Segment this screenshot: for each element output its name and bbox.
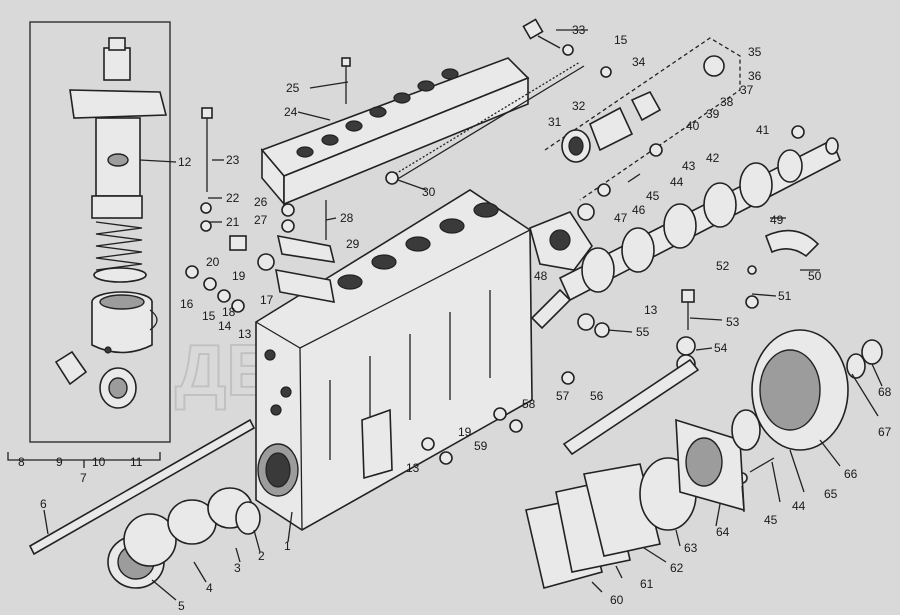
- label-59: 59: [474, 439, 488, 453]
- label-53: 53: [726, 315, 740, 329]
- label-23: 23: [226, 153, 240, 167]
- label-54: 54: [714, 341, 728, 355]
- label-16: 16: [180, 297, 194, 311]
- label-3: 3: [234, 561, 241, 575]
- label-14: 14: [218, 319, 232, 333]
- leader-lines: [43, 29, 883, 601]
- label-19b: 19: [458, 425, 472, 439]
- label-64: 64: [716, 525, 730, 539]
- label-13b: 13: [644, 303, 658, 317]
- label-39: 39: [706, 107, 720, 121]
- label-50: 50: [808, 269, 822, 283]
- label-17: 17: [260, 293, 274, 307]
- label-52: 52: [716, 259, 730, 273]
- label-15b: 15: [614, 33, 628, 47]
- label-57: 57: [556, 389, 570, 403]
- label-29: 29: [346, 237, 360, 251]
- label-34: 34: [632, 55, 646, 69]
- plunger-assembly-box: [7, 21, 171, 468]
- label-36: 36: [748, 69, 762, 83]
- label-44b: 44: [792, 499, 806, 513]
- label-65: 65: [824, 487, 838, 501]
- label-4: 4: [206, 581, 213, 595]
- label-2: 2: [258, 549, 265, 563]
- bearing-shell: [764, 229, 820, 258]
- label-10: 10: [92, 455, 106, 469]
- label-25: 25: [286, 81, 300, 95]
- label-45b: 45: [764, 513, 778, 527]
- label-31: 31: [548, 115, 562, 129]
- label-12: 12: [178, 155, 192, 169]
- label-62: 62: [670, 561, 684, 575]
- drive-side-parts: [525, 329, 883, 589]
- camshaft: [530, 137, 842, 330]
- label-47: 47: [614, 211, 628, 225]
- label-45a: 45: [646, 189, 660, 203]
- label-19a: 19: [232, 269, 246, 283]
- label-49: 49: [770, 213, 784, 227]
- label-46: 46: [632, 203, 646, 217]
- label-48: 48: [534, 269, 548, 283]
- label-20: 20: [206, 255, 220, 269]
- label-21: 21: [226, 215, 240, 229]
- label-7: 7: [80, 471, 87, 485]
- label-42: 42: [706, 151, 720, 165]
- label-13a: 13: [238, 327, 252, 341]
- bolts-top: [200, 57, 351, 240]
- label-13c: 13: [406, 461, 420, 475]
- label-56: 56: [590, 389, 604, 403]
- label-60: 60: [610, 593, 624, 607]
- label-43: 43: [682, 159, 696, 173]
- label-38: 38: [720, 95, 734, 109]
- label-61: 61: [640, 577, 654, 591]
- label-5: 5: [178, 599, 185, 613]
- delivery-pipe: [562, 358, 700, 456]
- label-33: 33: [572, 23, 586, 37]
- label-15a: 15: [202, 309, 216, 323]
- part-labels: 1 2 3 4 5 6 7 8 9 10 11 12 13 13 13 14 1…: [18, 23, 892, 613]
- label-28: 28: [340, 211, 354, 225]
- label-51: 51: [778, 289, 792, 303]
- front-rings: [107, 487, 261, 589]
- label-9: 9: [56, 455, 63, 469]
- label-66: 66: [844, 467, 858, 481]
- label-22: 22: [226, 191, 240, 205]
- label-8: 8: [18, 455, 25, 469]
- label-18: 18: [222, 305, 236, 319]
- label-27: 27: [254, 213, 268, 227]
- label-58: 58: [522, 397, 536, 411]
- label-40: 40: [686, 119, 700, 133]
- control-rack: [28, 418, 256, 556]
- label-63: 63: [684, 541, 698, 555]
- label-68: 68: [878, 385, 892, 399]
- label-30: 30: [422, 185, 436, 199]
- label-67: 67: [878, 425, 892, 439]
- label-55: 55: [636, 325, 650, 339]
- top-cover-plate: [260, 57, 530, 207]
- pump-housing: [255, 189, 533, 531]
- label-32: 32: [572, 99, 586, 113]
- label-35: 35: [748, 45, 762, 59]
- label-6: 6: [40, 497, 47, 511]
- label-26: 26: [254, 195, 268, 209]
- label-11: 11: [130, 455, 143, 469]
- label-44a: 44: [670, 175, 684, 189]
- label-1: 1: [284, 539, 291, 553]
- fuel-line-30: [391, 61, 581, 177]
- governor-parts: [544, 37, 741, 201]
- label-24: 24: [284, 105, 298, 119]
- label-41: 41: [756, 123, 770, 137]
- label-37: 37: [740, 83, 754, 97]
- small-fasteners: [185, 18, 805, 484]
